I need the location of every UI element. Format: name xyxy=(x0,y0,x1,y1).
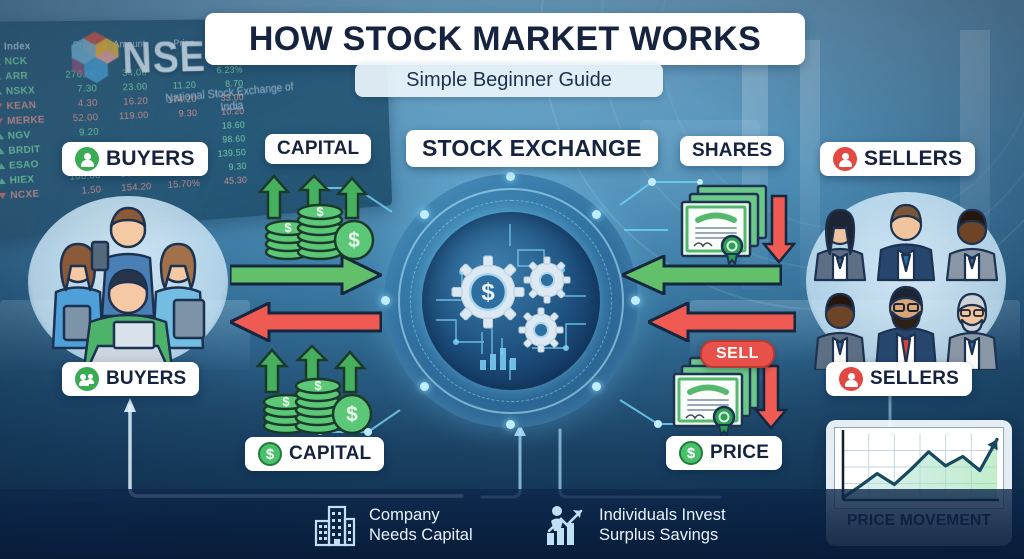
svg-text:$: $ xyxy=(348,229,360,252)
label-buyers-top[interactable]: BUYERS xyxy=(62,142,208,176)
hub-node xyxy=(592,382,601,391)
label-capital-top[interactable]: CAPITAL xyxy=(265,134,372,164)
label-capital-bottom-text: CAPITAL xyxy=(289,443,372,464)
svg-text:$: $ xyxy=(316,204,324,219)
coin-stacks-and-arrows: $ $ $ xyxy=(255,344,373,435)
label-sellers-top[interactable]: SELLERS xyxy=(820,142,976,176)
hub-circuit-gears: $ xyxy=(436,224,586,380)
page-title: HOW STOCK MARKET WORKS xyxy=(205,13,805,65)
building-icon xyxy=(314,505,356,547)
share-certificates-top xyxy=(676,182,797,292)
sellers-figures xyxy=(813,203,999,372)
hall-pillar xyxy=(800,40,820,290)
buyers-people-illustration xyxy=(28,196,228,370)
label-capital-bottom[interactable]: $ CAPITAL xyxy=(245,437,385,471)
footer-company-line2: Needs Capital xyxy=(369,526,473,544)
footer-band xyxy=(0,489,1024,559)
gear-dollar-icon: $ xyxy=(451,255,525,329)
footer-individuals-line1: Individuals Invest xyxy=(599,506,726,524)
label-stock-exchange-text: STOCK EXCHANGE xyxy=(422,135,642,161)
label-buyers-top-text: BUYERS xyxy=(106,147,195,170)
footer-individuals-item: Individuals Invest Surplus Savings xyxy=(543,503,726,547)
buyers-figures xyxy=(51,206,206,370)
sellers-people-illustration xyxy=(806,192,1006,372)
hub-node xyxy=(506,420,515,429)
stock-exchange-hub: $ xyxy=(381,172,640,429)
svg-text:$: $ xyxy=(282,394,290,409)
person-growth-chart-icon xyxy=(547,506,583,545)
hub-node xyxy=(506,172,515,181)
label-shares[interactable]: SHARES xyxy=(680,136,785,166)
certificate-stack-icon xyxy=(672,356,789,438)
label-capital-top-text: CAPITAL xyxy=(277,138,360,159)
label-sellers-top-text: SELLERS xyxy=(864,147,963,170)
hub-node xyxy=(381,296,390,305)
hub-middle-ring xyxy=(398,188,624,414)
label-buyers-bottom-text: BUYERS xyxy=(106,368,187,389)
label-price-text: PRICE xyxy=(710,442,770,463)
sell-badge: SELL xyxy=(700,340,775,368)
label-buyers-bottom[interactable]: BUYERS xyxy=(62,362,200,396)
page-title-text: HOW STOCK MARKET WORKS xyxy=(248,19,762,58)
person-icon xyxy=(839,367,863,391)
svg-text:$: $ xyxy=(346,403,358,426)
footer-company-text: Company Needs Capital xyxy=(369,505,473,545)
footer-company-item: Company Needs Capital xyxy=(313,503,473,547)
footer-individuals-line2: Surplus Savings xyxy=(599,526,719,544)
certificate-stack-icon xyxy=(680,184,797,267)
arrow-shares-to-buyers xyxy=(230,302,382,342)
label-sellers-bottom-text: SELLERS xyxy=(870,368,960,389)
arrow-price-to-sellers xyxy=(648,302,796,342)
dollar-coin-icon: $ xyxy=(679,441,703,465)
hub-dashed-ring xyxy=(410,200,612,402)
page-subtitle: Simple Beginner Guide xyxy=(355,63,663,97)
svg-text:$: $ xyxy=(284,220,292,235)
footer-individuals-text: Individuals Invest Surplus Savings xyxy=(599,505,726,545)
hub-core: $ xyxy=(422,212,600,390)
label-price[interactable]: $ PRICE xyxy=(666,436,783,470)
hub-node xyxy=(420,210,429,219)
svg-text:$: $ xyxy=(481,279,495,306)
person-icon xyxy=(833,147,857,171)
arrow-capital-to-exchange xyxy=(230,255,382,295)
capital-coins-bottom: $ $ $ xyxy=(255,342,376,438)
person-icon xyxy=(75,147,99,171)
label-shares-text: SHARES xyxy=(692,140,773,161)
label-sellers-bottom[interactable]: SELLERS xyxy=(826,362,973,396)
capital-coins-top: $ $ $ xyxy=(257,172,378,264)
label-stock-exchange[interactable]: STOCK EXCHANGE xyxy=(406,130,658,167)
arrow-shares-to-exchange xyxy=(622,255,782,295)
people-group-icon xyxy=(75,367,99,391)
nse-ticker-board: Index Price Amount Price Change NCK18.57… xyxy=(0,17,393,237)
dollar-coin-icon: $ xyxy=(258,442,282,466)
svg-text:$: $ xyxy=(314,378,322,393)
coin-stacks-and-arrows: $ $ $ xyxy=(257,174,375,261)
hub-node xyxy=(592,210,601,219)
hub-node xyxy=(420,382,429,391)
hub-node xyxy=(631,296,640,305)
footer-company-line1: Company xyxy=(369,506,440,524)
sell-certificates-bottom xyxy=(668,352,789,460)
page-subtitle-text: Simple Beginner Guide xyxy=(406,68,612,91)
